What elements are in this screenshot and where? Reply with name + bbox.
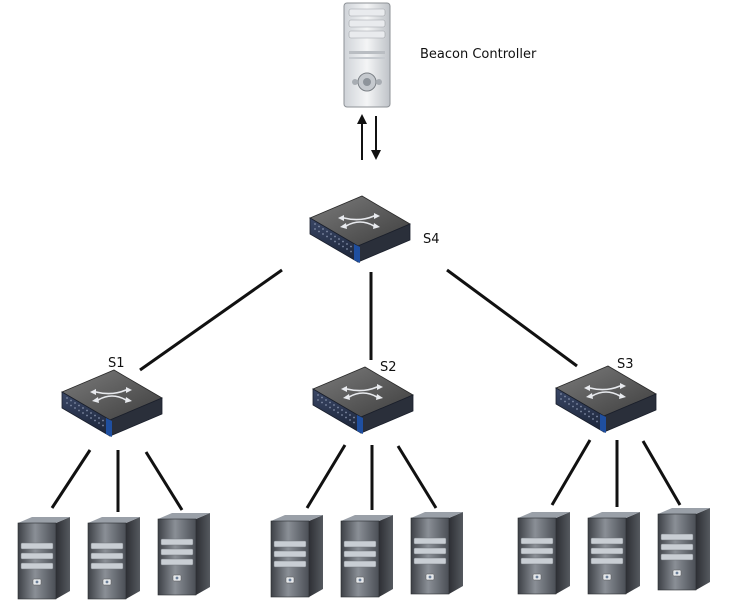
network-switch-icon (555, 365, 657, 434)
switch-label-s3: S3 (617, 357, 634, 372)
switch-label-s2: S2 (380, 360, 397, 375)
server-tower-icon (17, 516, 71, 600)
server-tower-icon (517, 511, 571, 595)
link-s3-host3 (641, 440, 682, 506)
core-switch-s4[interactable] (309, 195, 411, 264)
link-s4-s1 (139, 268, 283, 372)
link-s2-host1 (305, 444, 347, 509)
switch-label-s4: S4 (423, 232, 440, 247)
controller-label: Beacon Controller (420, 47, 537, 62)
server-tower-icon (87, 516, 141, 600)
edge-switch-s2[interactable] (312, 366, 414, 435)
switch-label-s1: S1 (108, 356, 125, 371)
network-switch-icon (61, 369, 163, 438)
controller-server-icon (343, 2, 391, 108)
server-tower-icon (657, 507, 711, 591)
network-switch-icon (309, 195, 411, 264)
server-tower-icon (340, 514, 394, 598)
edge-switch-s1[interactable] (61, 369, 163, 438)
server-tower-icon (270, 514, 324, 598)
hosts-s3 (517, 507, 711, 595)
server-tower-icon (410, 511, 464, 595)
link-s1-host1 (50, 449, 92, 509)
hosts-s1 (17, 512, 211, 600)
edge-switch-s3[interactable] (555, 365, 657, 434)
link-s3-host1 (550, 439, 592, 506)
network-switch-icon (312, 366, 414, 435)
link-s2-host3 (396, 445, 438, 509)
links (50, 268, 682, 512)
link-s1-host3 (144, 451, 184, 511)
server-tower-icon (157, 512, 211, 596)
link-s4-s3 (446, 268, 578, 368)
server-tower-icon (587, 511, 641, 595)
hosts-s2 (270, 511, 464, 598)
controller-link-arrows (357, 114, 381, 160)
